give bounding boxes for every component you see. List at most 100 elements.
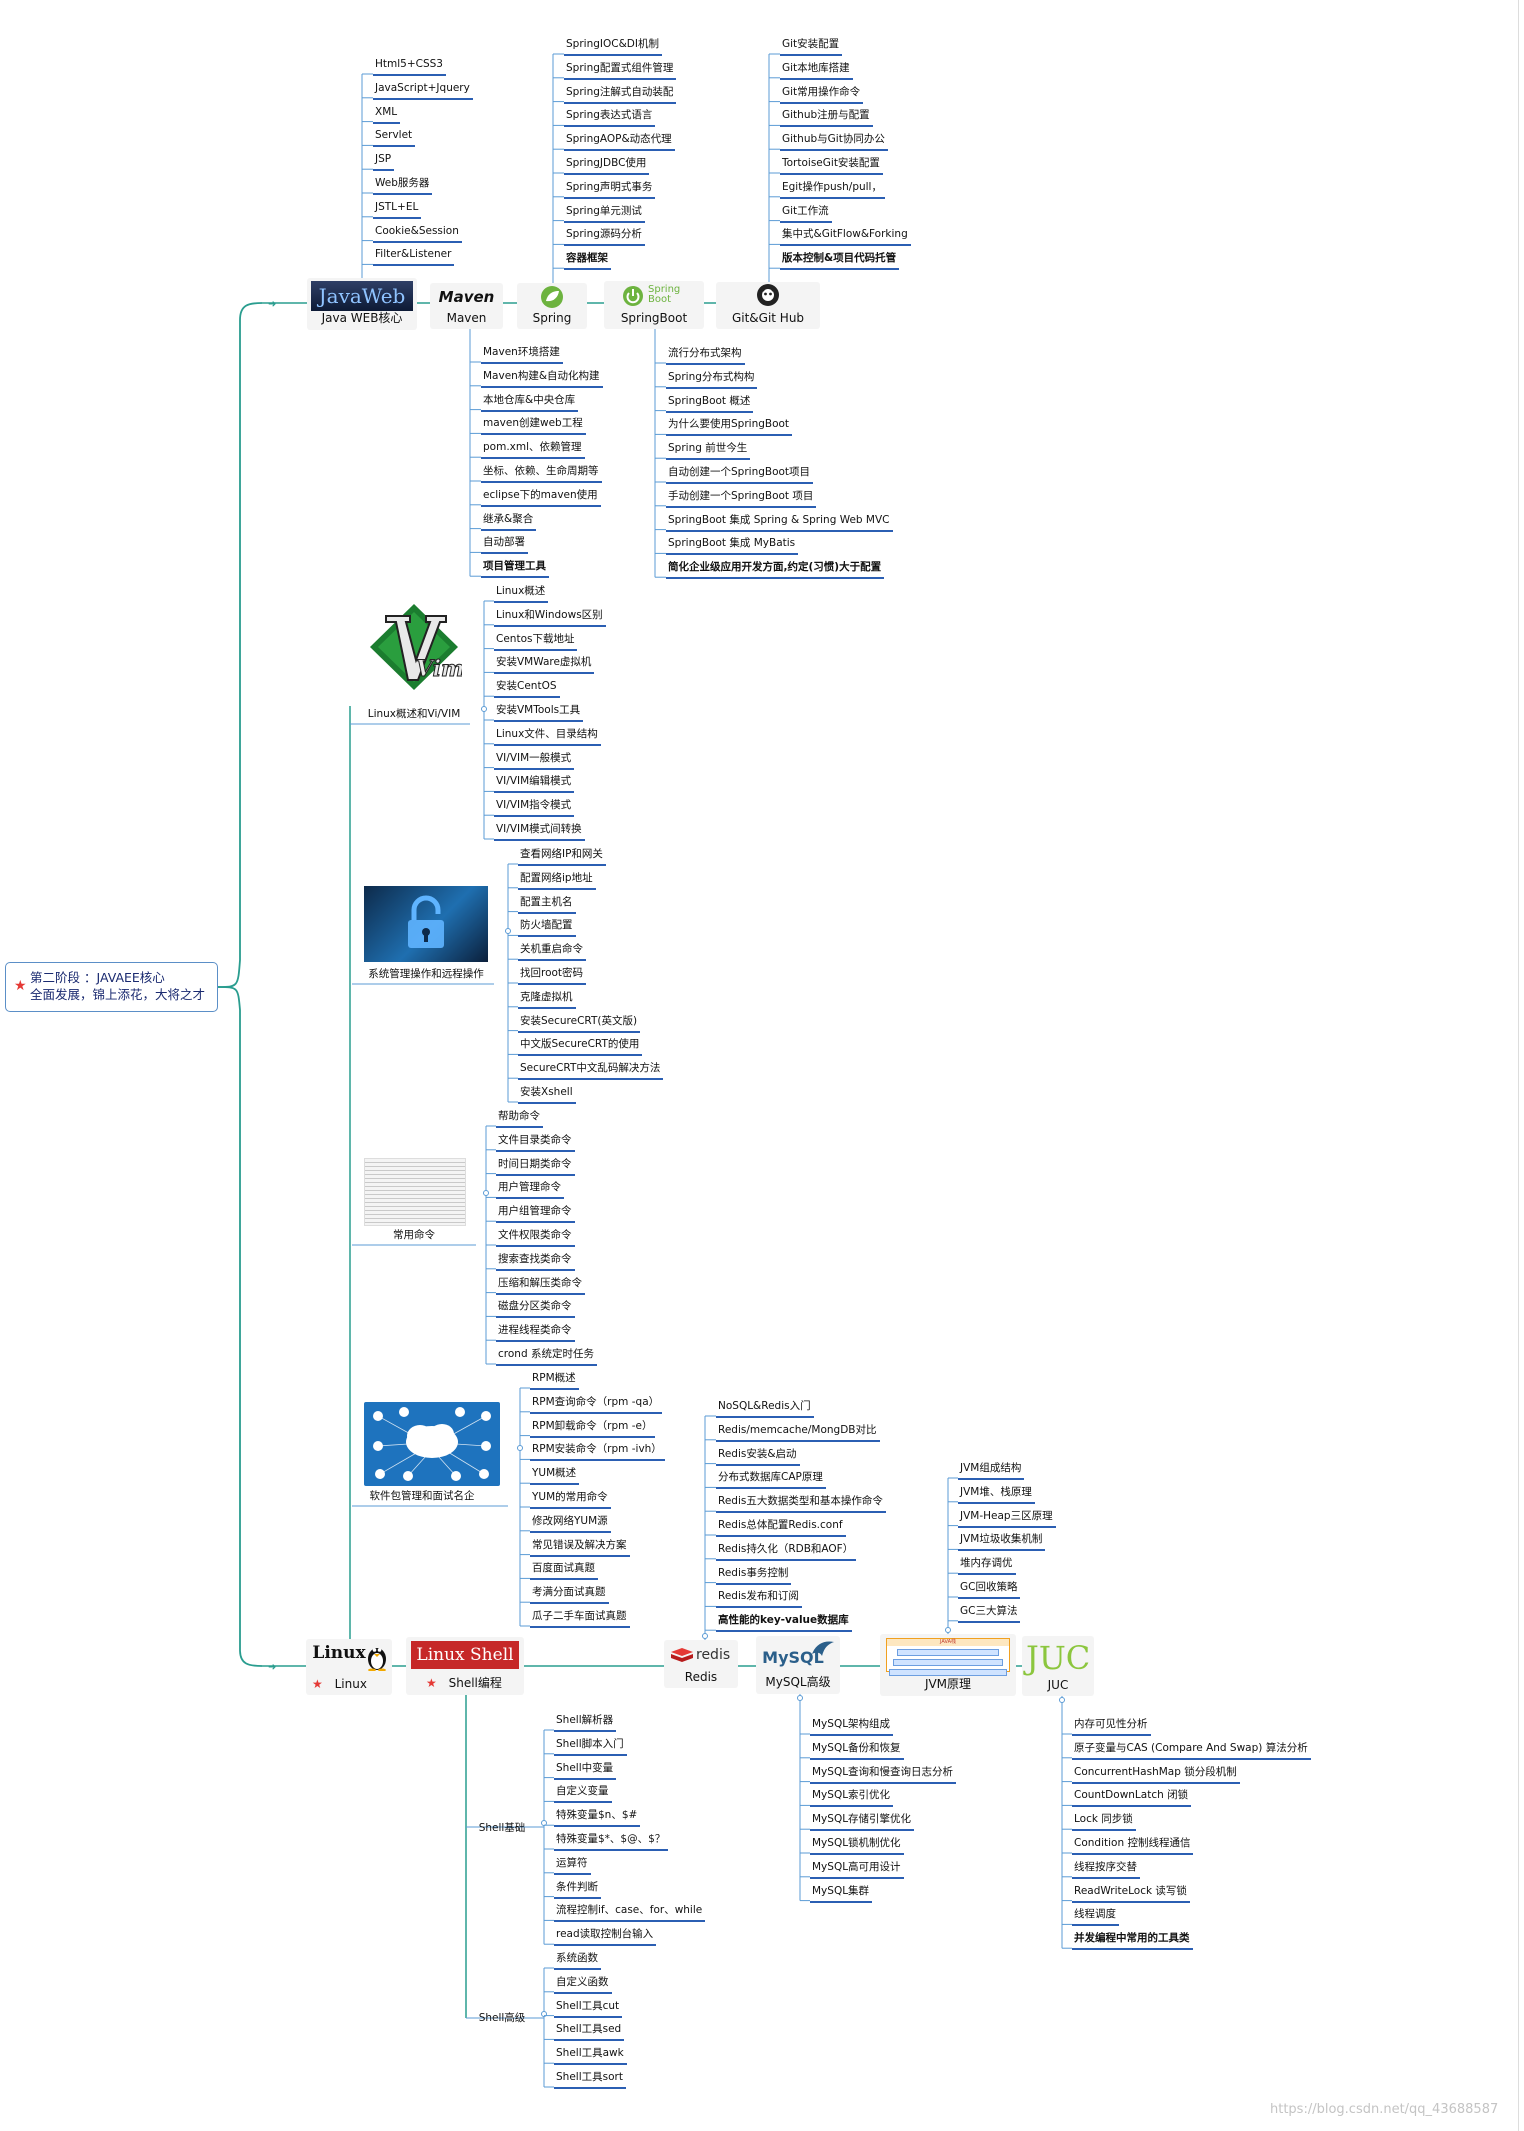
- topic-item[interactable]: VI/VIM编辑模式: [494, 773, 575, 794]
- topic-item[interactable]: ConcurrentHashMap 锁分段机制: [1072, 1764, 1240, 1784]
- topic-item[interactable]: RPM概述: [530, 1370, 579, 1390]
- topic-item[interactable]: Spring注解式自动装配: [564, 84, 677, 104]
- topic-item[interactable]: 进程线程类命令: [496, 1322, 575, 1343]
- topic-item[interactable]: 找回root密码: [518, 965, 587, 985]
- topic-item[interactable]: RPM安装命令（rpm -ivh）: [530, 1441, 665, 1462]
- topic-item[interactable]: YUM的常用命令: [530, 1489, 611, 1509]
- node-shell[interactable]: Linux Shell ★ Shell编程: [406, 1637, 524, 1695]
- topic-item[interactable]: 防火墙配置: [518, 917, 576, 938]
- topic-item[interactable]: Linux概述: [494, 583, 549, 603]
- topic-item[interactable]: 安装Xshell: [518, 1084, 576, 1104]
- node-juc[interactable]: JUC JUC: [1022, 1636, 1094, 1696]
- topic-item[interactable]: Web服务器: [373, 175, 433, 195]
- topic-item[interactable]: eclipse下的maven使用: [481, 487, 601, 507]
- topic-item[interactable]: SpringAOP&动态代理: [564, 131, 675, 152]
- topic-item[interactable]: 用户管理命令: [496, 1179, 564, 1200]
- topic-item[interactable]: XML: [373, 104, 401, 124]
- topic-item[interactable]: Servlet: [373, 127, 416, 148]
- topic-item[interactable]: RPM卸载命令（rpm -e）: [530, 1418, 656, 1438]
- node-springboot[interactable]: Spring Boot SpringBoot: [604, 281, 704, 329]
- topic-item[interactable]: crond 系统定时任务: [496, 1346, 597, 1366]
- topic-item[interactable]: JSTL+EL: [373, 199, 422, 219]
- topic-item[interactable]: JSP: [373, 151, 395, 172]
- topic-item[interactable]: Redis/memcache/MongDB对比: [716, 1422, 880, 1442]
- topic-item[interactable]: 配置主机名: [518, 894, 576, 914]
- topic-item[interactable]: 考满分面试真题: [530, 1584, 609, 1605]
- group-label[interactable]: Shell基础: [478, 1822, 526, 1834]
- topic-item[interactable]: NoSQL&Redis入门: [716, 1398, 814, 1418]
- topic-item[interactable]: 特殊变量$n、$#: [554, 1807, 641, 1828]
- topic-item[interactable]: MySQL查询和慢查询日志分析: [810, 1764, 957, 1784]
- topic-item[interactable]: 自定义变量: [554, 1783, 612, 1804]
- topic-item[interactable]: JVM-Heap三区原理: [958, 1508, 1056, 1528]
- topic-item[interactable]: 自定义函数: [554, 1974, 612, 1994]
- topic-item[interactable]: Cookie&Session: [373, 223, 462, 243]
- topic-item[interactable]: Redis持久化（RDB和AOF）: [716, 1541, 857, 1561]
- topic-item[interactable]: MySQL集群: [810, 1883, 873, 1903]
- topic-item[interactable]: Shell工具cut: [554, 1998, 623, 2018]
- node-mysql[interactable]: MySQL MySQL高级: [756, 1636, 840, 1694]
- topic-item[interactable]: Html5+CSS3: [373, 56, 446, 76]
- topic-item[interactable]: Git安装配置: [780, 36, 843, 56]
- topic-item[interactable]: Shell工具sort: [554, 2069, 626, 2089]
- topic-item[interactable]: TortoiseGit安装配置: [780, 155, 883, 175]
- topic-item[interactable]: 压缩和解压类命令: [496, 1275, 585, 1295]
- topic-item[interactable]: YUM概述: [530, 1465, 580, 1486]
- topic-item[interactable]: Linux文件、目录结构: [494, 726, 601, 746]
- topic-item[interactable]: 安装CentOS: [494, 678, 560, 699]
- topic-item[interactable]: 时间日期类命令: [496, 1156, 575, 1176]
- topic-item[interactable]: 容器框架: [564, 250, 611, 271]
- topic-item[interactable]: VI/VIM模式间转换: [494, 821, 585, 841]
- node-maven[interactable]: Maven Maven: [430, 283, 503, 329]
- topic-item[interactable]: 集中式&GitFlow&Forking: [780, 226, 911, 247]
- topic-item[interactable]: 坐标、依赖、生命周期等: [481, 463, 602, 483]
- topic-item[interactable]: 磁盘分区类命令: [496, 1298, 575, 1319]
- topic-item[interactable]: 自动部署: [481, 534, 528, 555]
- topic-item[interactable]: Spring声明式事务: [564, 179, 656, 199]
- topic-item[interactable]: 中文版SecureCRT的使用: [518, 1036, 643, 1057]
- topic-item[interactable]: JVM组成结构: [958, 1460, 1025, 1480]
- topic-item[interactable]: MySQL锁机制优化: [810, 1835, 904, 1855]
- topic-item[interactable]: Spring单元测试: [564, 203, 645, 223]
- topic-item[interactable]: MySQL备份和恢复: [810, 1740, 904, 1760]
- topic-item[interactable]: 版本控制&项目代码托管: [780, 250, 900, 271]
- topic-item[interactable]: CountDownLatch 闭锁: [1072, 1787, 1192, 1808]
- topic-item[interactable]: SecureCRT中文乱码解决方法: [518, 1060, 664, 1081]
- topic-item[interactable]: 安装VMTools工具: [494, 702, 584, 722]
- topic-item[interactable]: 克隆虚拟机: [518, 989, 576, 1009]
- topic-item[interactable]: Spring配置式组件管理: [564, 60, 677, 80]
- topic-item[interactable]: 配置网络ip地址: [518, 870, 596, 890]
- node-redis[interactable]: redis Redis: [664, 1640, 738, 1688]
- topic-item[interactable]: 为什么要使用SpringBoot: [666, 416, 793, 437]
- topic-item[interactable]: Centos下载地址: [494, 631, 578, 651]
- topic-item[interactable]: 线程按序交替: [1072, 1859, 1140, 1879]
- topic-item[interactable]: Redis事务控制: [716, 1565, 792, 1585]
- topic-item[interactable]: 特殊变量$*、$@、$？: [554, 1831, 669, 1851]
- topic-item[interactable]: Shell工具awk: [554, 2045, 627, 2066]
- topic-item[interactable]: 继承&聚合: [481, 511, 537, 531]
- topic-item[interactable]: Shell中变量: [554, 1760, 617, 1780]
- topic-item[interactable]: Redis总体配置Redis.conf: [716, 1517, 846, 1537]
- group-label[interactable]: 系统管理操作和远程操作: [368, 968, 484, 980]
- topic-item[interactable]: JVM堆、栈原理: [958, 1484, 1035, 1504]
- topic-item[interactable]: GC回收策略: [958, 1579, 1021, 1599]
- topic-item[interactable]: Git常用操作命令: [780, 84, 864, 104]
- node-linux[interactable]: Linux ★ Linux: [306, 1639, 392, 1695]
- topic-item[interactable]: 堆内存调优: [958, 1555, 1016, 1576]
- topic-item[interactable]: Github与Git协同办公: [780, 131, 888, 152]
- node-jvm[interactable]: JAVA栈 JVM原理: [880, 1634, 1016, 1696]
- topic-item[interactable]: Git本地库搭建: [780, 60, 853, 80]
- topic-item[interactable]: Shell脚本入门: [554, 1736, 627, 1756]
- topic-item[interactable]: Filter&Listener: [373, 246, 455, 267]
- topic-item[interactable]: 项目管理工具: [481, 558, 549, 579]
- topic-item[interactable]: read读取控制台输入: [554, 1926, 657, 1947]
- node-javaweb[interactable]: JavaWeb Java WEB核心: [307, 278, 417, 330]
- group-label[interactable]: Shell高级: [478, 2012, 526, 2024]
- topic-item[interactable]: Redis五大数据类型和基本操作命令: [716, 1493, 886, 1514]
- topic-item[interactable]: JavaScript+Jquery: [373, 80, 473, 100]
- topic-item[interactable]: Spring分布式构构: [666, 369, 758, 389]
- topic-item[interactable]: SpringBoot 集成 Spring & Spring Web MVC: [666, 512, 893, 532]
- topic-item[interactable]: MySQL存储引擎优化: [810, 1811, 915, 1832]
- topic-item[interactable]: 帮助命令: [496, 1108, 543, 1128]
- topic-item[interactable]: SpringJDBC使用: [564, 155, 650, 175]
